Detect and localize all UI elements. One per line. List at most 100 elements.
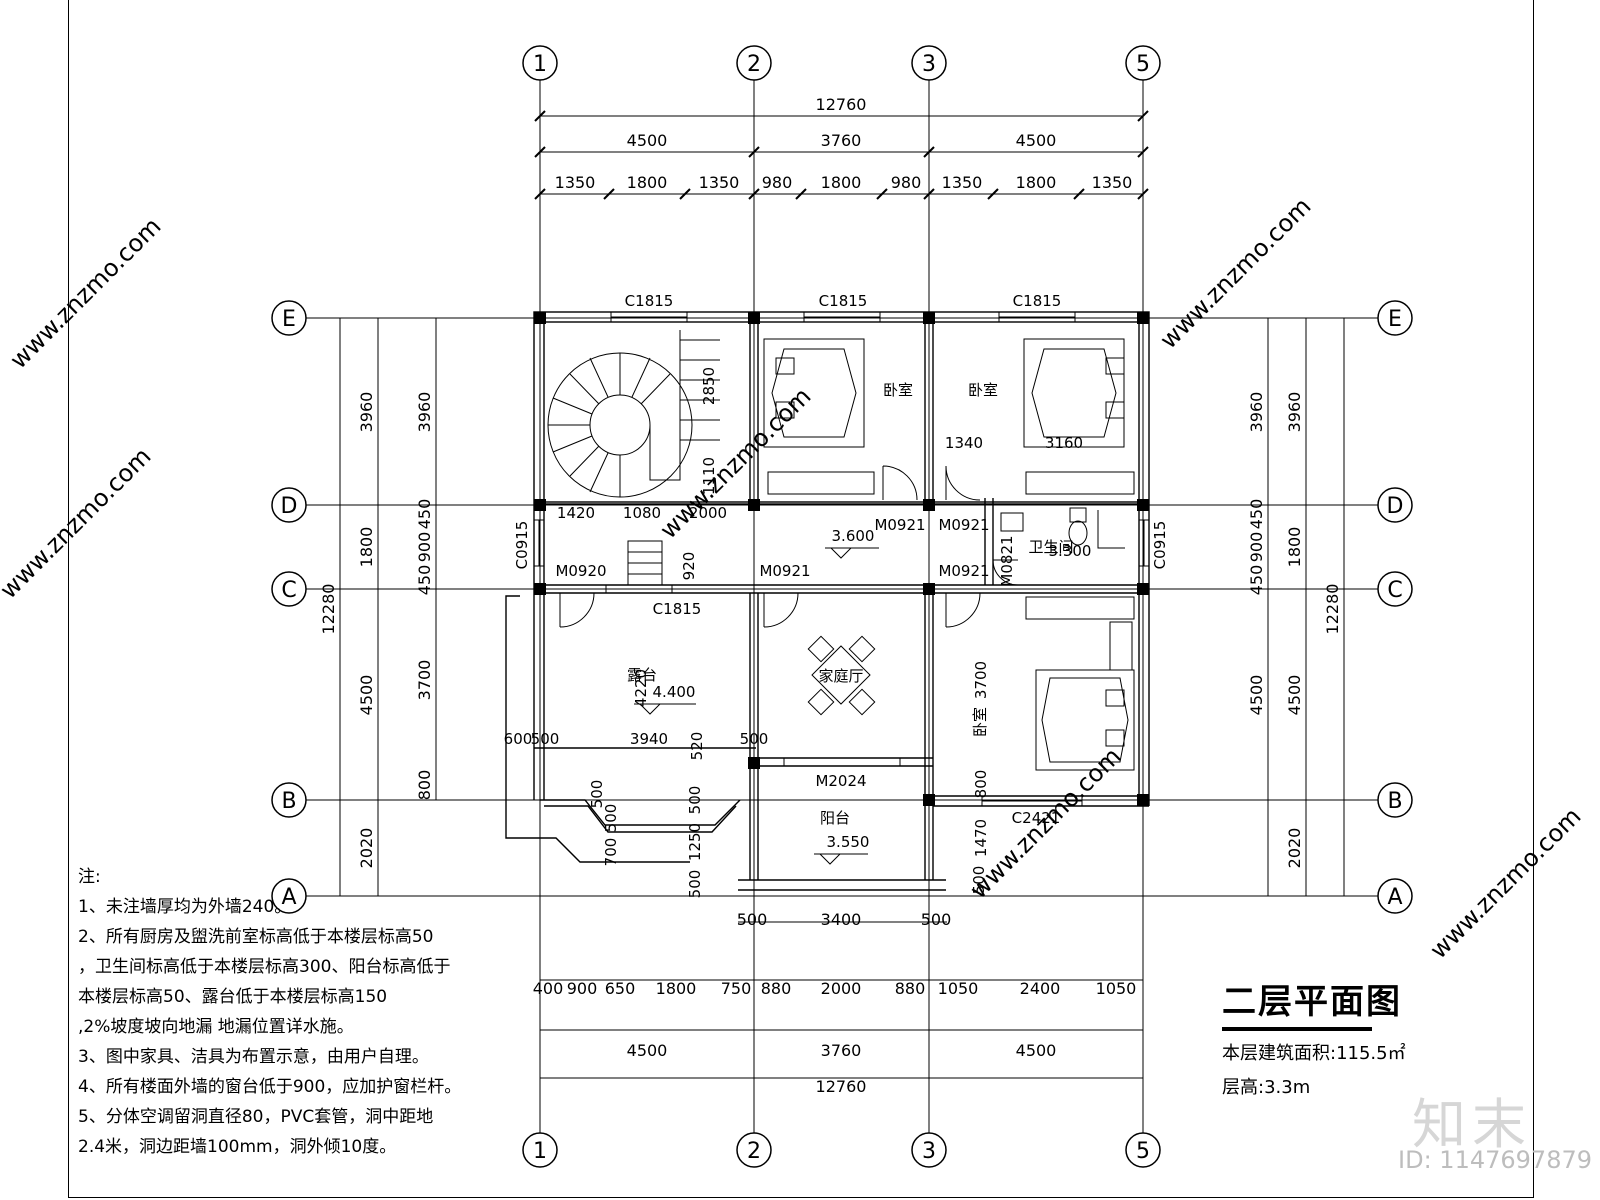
opening-labels: C1815 C1815 C1815 C0915 C0915 C1815 C242…	[513, 292, 1169, 827]
room-label-bedroom: 卧室	[971, 707, 989, 737]
dim-bay: 3760	[821, 131, 862, 150]
dim-side-bay-right: 3960	[1285, 392, 1304, 433]
axis-label-d-right: D	[1387, 494, 1404, 519]
axis-label-1: 1	[533, 52, 547, 77]
axis-label-c-right: C	[1387, 578, 1402, 603]
dimension-text-bottom: 400 900 650 1800 750 880 2000 880 1050 2…	[533, 910, 1137, 1096]
axis-label-e-right: E	[1388, 307, 1402, 332]
inner-dimensions: 2850 1110 1420 1080 2000 920 1340 3160 4…	[504, 367, 1083, 898]
dim-side-inner: 450	[415, 565, 434, 596]
axis-label-a: A	[281, 885, 296, 910]
inner-dim: 520	[688, 732, 706, 761]
watermark-site: www.znzmo.com	[1424, 802, 1586, 964]
elevation-bathroom: 3.300	[1049, 542, 1092, 560]
inner-dim: 500	[970, 866, 988, 895]
dim-detail: 400	[533, 979, 564, 998]
brand-watermark: 知末	[1412, 1093, 1532, 1156]
note-line: ,2%坡度坡向地漏 地漏位置详水施。	[78, 1017, 354, 1037]
inner-dim: 800	[972, 770, 990, 799]
dim-detail: 750	[721, 979, 752, 998]
drawing-title: 二层平面图	[1222, 982, 1402, 1022]
dim-detail: 880	[895, 979, 926, 998]
room-labels: 卧室 卧室 卧室 卫生间 家庭厅 露台 阳台	[627, 381, 1074, 827]
inner-dim: 500	[686, 786, 704, 815]
window-label: C1815	[1013, 292, 1062, 310]
dim-detail: 1800	[656, 979, 697, 998]
door-label: M0821	[998, 535, 1016, 586]
dimension-lines	[339, 115, 1345, 1079]
window-label: C1815	[819, 292, 868, 310]
bed-icon	[763, 338, 865, 448]
floor-area-label: 本层建筑面积:115.5㎡	[1222, 1043, 1406, 1064]
elevation-marks: 3.600 3.300 4.400 3.550	[634, 527, 1092, 865]
watermark-site: www.znzmo.com	[1154, 192, 1316, 354]
dim-side-inner: 3960	[415, 392, 434, 433]
floor-height-label: 层高:3.3m	[1222, 1077, 1311, 1098]
inner-dim: 2000	[689, 504, 727, 522]
dimension-text-side: 12280 3960 1800 4500 2020 3960 450 900 4…	[319, 392, 1342, 869]
axis-label-2-bottom: 2	[747, 1139, 761, 1164]
inner-dim: 1110	[700, 457, 718, 495]
axis-label-1-bottom: 1	[533, 1139, 547, 1164]
dim-overall-top: 12760	[816, 95, 867, 114]
inner-dim: 500	[740, 730, 769, 748]
dim-side-inner: 3700	[415, 660, 434, 701]
doors	[559, 465, 1019, 628]
wardrobe-icon	[767, 471, 875, 495]
axis-label-2: 2	[747, 52, 761, 77]
dim-side-bay: 2020	[357, 828, 376, 869]
door-label: M0921	[759, 562, 810, 580]
elevation-hall: 3.600	[832, 527, 875, 545]
dim-detail: 880	[761, 979, 792, 998]
window-label: C1815	[653, 600, 702, 618]
window-label: C0915	[513, 521, 531, 570]
dim-side-overall: 12280	[319, 584, 338, 635]
dim-side-overall-right: 12280	[1323, 584, 1342, 635]
axis-label-d: D	[281, 494, 298, 519]
dim-side-bay-right: 1800	[1285, 527, 1304, 568]
elevation-balcony: 3.550	[827, 833, 870, 851]
dim-bay: 3760	[821, 1041, 862, 1060]
axis-label-3-bottom: 3	[922, 1139, 936, 1164]
dining-set-icon	[807, 635, 876, 716]
axis-grid	[306, 80, 1378, 1150]
inner-dim: 920	[680, 552, 698, 581]
room-label-family-hall: 家庭厅	[818, 667, 863, 685]
dimension-ticks	[534, 110, 1149, 200]
room-label-balcony: 阳台	[820, 809, 850, 827]
note-line: 2、所有厨房及盥洗前室标高低于本楼层标高50	[78, 927, 434, 947]
axis-bubbles	[271, 45, 1413, 1168]
axis-label-3: 3	[922, 52, 936, 77]
inner-dim: 500	[686, 870, 704, 899]
window-label: C1815	[625, 292, 674, 310]
notes-heading: 注:	[78, 867, 101, 887]
inner-dim: 2850	[700, 367, 718, 405]
dim-side-inner: 450	[415, 499, 434, 530]
dim-bay: 4500	[627, 1041, 668, 1060]
dimension-text-top: 12760 4500 3760 4500 1350 1800 1350 980 …	[555, 95, 1133, 192]
dim-bay: 4500	[1016, 1041, 1057, 1060]
watermark-site: www.znzmo.com	[0, 442, 157, 604]
note-line: 5、分体空调留洞直径80，PVC套管，洞中距地	[78, 1107, 434, 1127]
axis-label-e: E	[282, 307, 296, 332]
door-label: M0920	[555, 562, 606, 580]
dim-side-inner-right: 450	[1247, 499, 1266, 530]
door-label: M0921	[938, 562, 989, 580]
note-line: 本楼层标高50、露台低于本楼层标高150	[78, 987, 388, 1007]
title-underline	[1222, 1027, 1372, 1031]
note-line: 3、图中家具、洁具为布置示意，由用户自理。	[78, 1047, 429, 1067]
dim-side-bay-right: 2020	[1285, 828, 1304, 869]
dim-detail: 1800	[821, 173, 862, 192]
dim-overall-bottom: 12760	[816, 1077, 867, 1096]
axis-label-5-bottom: 5	[1136, 1139, 1150, 1164]
dim-side-bay-right: 4500	[1285, 675, 1304, 716]
dim-side-bay: 4500	[357, 675, 376, 716]
dim-side-bay: 1800	[357, 527, 376, 568]
inner-dim: 1420	[557, 504, 595, 522]
note-line: 4、所有楼面外墙的窗台低于900，应加护窗栏杆。	[78, 1077, 462, 1097]
dim-detail: 1350	[1092, 173, 1133, 192]
dim-side-inner: 800	[415, 770, 434, 801]
id-watermark: ID: 1147697879	[1398, 1146, 1592, 1174]
dim-bay: 4500	[627, 131, 668, 150]
dim-detail: 1800	[1016, 173, 1057, 192]
